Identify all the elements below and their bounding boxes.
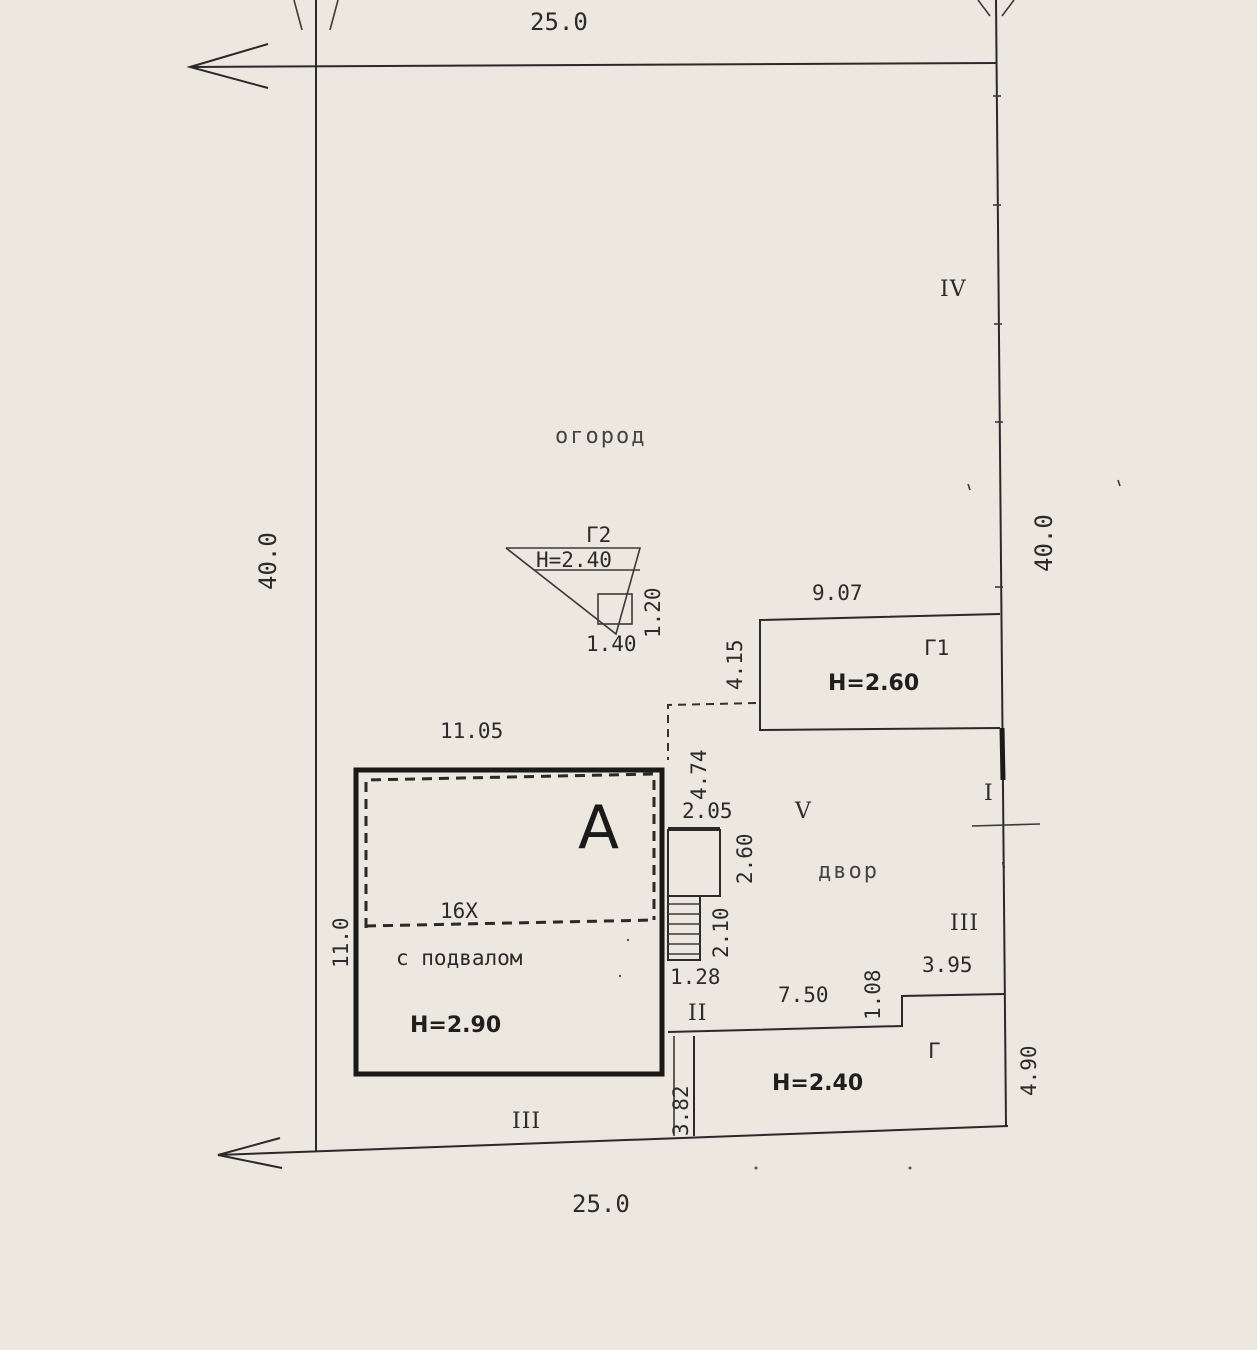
fence-mark-iii-east: III xyxy=(950,911,979,936)
house-letter: А xyxy=(578,793,619,863)
bottom-width-label: 25.0 xyxy=(572,1190,630,1218)
house-material: 16Х xyxy=(440,899,478,923)
top-width-label: 25.0 xyxy=(530,8,588,36)
fence-mark-iii-south: III xyxy=(512,1109,541,1134)
shed-g2-height: Н=2.40 xyxy=(536,548,612,572)
porch-depth: 2.60 xyxy=(733,833,757,884)
shed-g2-depth: 1.20 xyxy=(641,587,665,638)
garage-end-width: 3.95 xyxy=(922,953,973,977)
yard-dashed-boundary xyxy=(667,702,757,760)
left-length-label: 40.0 xyxy=(254,532,282,590)
porch-inner-width: 2.05 xyxy=(682,799,733,823)
fence-ticks xyxy=(967,95,1121,588)
shed-g1-depth: 4.15 xyxy=(723,639,747,690)
back-offset: 3.82 xyxy=(669,1085,693,1136)
plot-boundary xyxy=(186,0,1121,1169)
stairs-length: 2.10 xyxy=(709,907,733,958)
stairs-width: 1.28 xyxy=(670,965,721,989)
garage-step: 1.08 xyxy=(861,969,885,1020)
house-width: 11.05 xyxy=(440,719,503,743)
garage-depth: 4.90 xyxy=(1017,1045,1041,1096)
garage-g: 7.50 1.08 3.95 Г Н=2.40 4.90 xyxy=(667,953,1041,1134)
paper-specks xyxy=(618,938,912,1170)
right-length-label: 40.0 xyxy=(1030,514,1058,572)
house-note: с подвалом xyxy=(396,946,523,970)
shed-g2-width: 1.40 xyxy=(586,632,637,656)
porch-offset: 4.74 xyxy=(687,749,711,800)
yard-label: двор xyxy=(818,859,879,884)
shed-g1-code: Г1 xyxy=(924,636,949,660)
house-depth: 11.0 xyxy=(329,917,353,968)
fence-mark-ii: II xyxy=(688,1001,707,1026)
garage-length: 7.50 xyxy=(778,983,829,1007)
gate-mark: I xyxy=(984,781,994,806)
yard-mark-v: V xyxy=(794,799,812,824)
porch: 4.74 2.05 2.60 2.10 1.28 xyxy=(667,749,757,989)
fence-mark-iv: IV xyxy=(940,277,967,302)
house-a: 11.05 А 16Х с подвалом Н=2.90 11.0 xyxy=(329,719,665,1077)
house-height: Н=2.90 xyxy=(410,1013,501,1038)
gate: I xyxy=(971,727,1041,869)
shed-g1-height: Н=2.60 xyxy=(828,671,919,696)
garden-label: огород xyxy=(555,424,646,449)
garage-height: Н=2.40 xyxy=(772,1071,863,1096)
shed-g2: Г2 Н=2.40 1.40 1.20 xyxy=(505,523,665,656)
shed-g1: 9.07 Г1 Н=2.60 4.15 xyxy=(723,581,1001,732)
shed-g2-code: Г2 xyxy=(586,523,611,547)
garage-code: Г xyxy=(928,1039,941,1063)
shed-g1-width: 9.07 xyxy=(812,581,863,605)
